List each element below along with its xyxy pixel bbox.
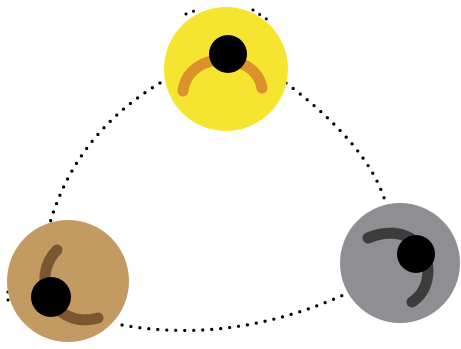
node-yellow: [164, 7, 288, 131]
yellow-node-dot: [209, 35, 247, 73]
node-tan: [7, 220, 129, 342]
dotted-connector-top-left-stub: [186, 10, 197, 14]
dotted-connector-yellow-gray: [286, 83, 388, 212]
node-gray: [340, 203, 460, 323]
dotted-connector-gray-tan: [122, 292, 350, 330]
tan-node-dot: [31, 277, 71, 317]
gray-node-dot: [397, 235, 435, 273]
tan-circle: [7, 220, 129, 342]
dotted-connector-tan-yellow: [46, 80, 165, 238]
